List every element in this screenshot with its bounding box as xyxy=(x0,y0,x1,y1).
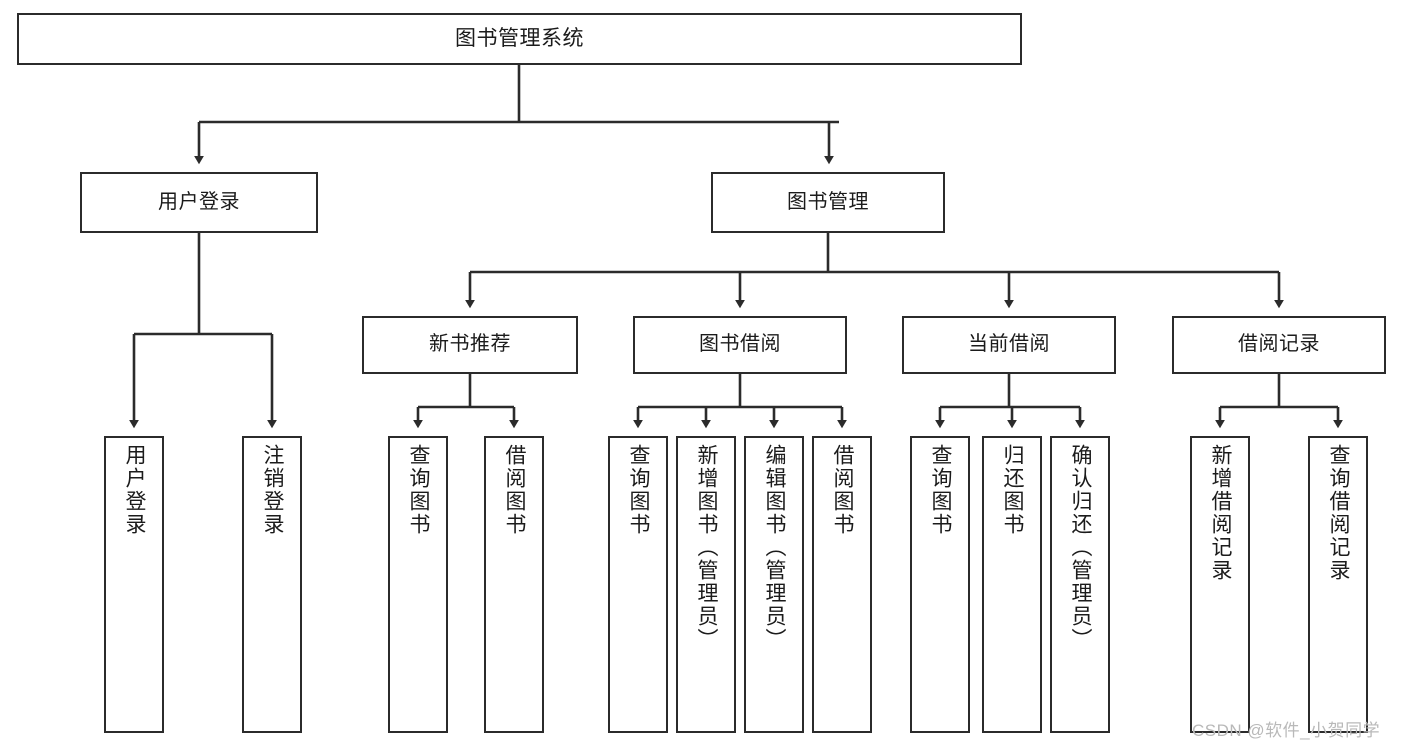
node-book-management[interactable]: 图书管理 xyxy=(711,172,945,233)
node-book-borrow[interactable]: 图书借阅 xyxy=(633,316,847,374)
leaf-borrow-book-label: 借阅图书 xyxy=(831,444,855,536)
node-user-login-label: 用户登录 xyxy=(158,190,240,213)
leaf-query-book-borrow-label: 查询图书 xyxy=(627,444,651,536)
leaf-return-book[interactable]: 归还图书 xyxy=(982,436,1042,733)
leaf-query-book-current-label: 查询图书 xyxy=(929,444,953,536)
leaf-borrow-book-recommendation-label: 借阅图书 xyxy=(503,444,527,536)
leaf-edit-book-admin[interactable]: 编辑图书（管理员） xyxy=(744,436,804,733)
node-root[interactable]: 图书管理系统 xyxy=(17,13,1022,65)
leaf-query-borrow-record[interactable]: 查询借阅记录 xyxy=(1308,436,1368,733)
leaf-add-book-admin[interactable]: 新增图书（管理员） xyxy=(676,436,736,733)
leaf-add-borrow-record-label: 新增借阅记录 xyxy=(1209,444,1233,582)
leaf-return-book-label: 归还图书 xyxy=(1001,444,1025,536)
node-new-book-recommendation-label: 新书推荐 xyxy=(429,333,511,356)
leaf-borrow-book-recommendation[interactable]: 借阅图书 xyxy=(484,436,544,733)
leaf-confirm-return-admin[interactable]: 确认归还（管理员） xyxy=(1050,436,1110,733)
leaf-query-borrow-record-label: 查询借阅记录 xyxy=(1327,444,1351,582)
node-user-login[interactable]: 用户登录 xyxy=(80,172,318,233)
node-borrow-record[interactable]: 借阅记录 xyxy=(1172,316,1386,374)
node-root-label: 图书管理系统 xyxy=(455,26,584,50)
leaf-query-book-current[interactable]: 查询图书 xyxy=(910,436,970,733)
leaf-add-book-admin-label: 新增图书（管理员） xyxy=(695,444,719,651)
node-new-book-recommendation[interactable]: 新书推荐 xyxy=(362,316,578,374)
leaf-borrow-book[interactable]: 借阅图书 xyxy=(812,436,872,733)
leaf-add-borrow-record[interactable]: 新增借阅记录 xyxy=(1190,436,1250,733)
node-book-management-label: 图书管理 xyxy=(787,190,869,213)
node-current-borrow-label: 当前借阅 xyxy=(968,333,1050,356)
leaf-query-book-recommendation-label: 查询图书 xyxy=(407,444,431,536)
leaf-confirm-return-admin-label: 确认归还（管理员） xyxy=(1069,444,1093,651)
leaf-query-book-borrow[interactable]: 查询图书 xyxy=(608,436,668,733)
leaf-user-login-label: 用户登录 xyxy=(123,444,147,536)
leaf-query-book-recommendation[interactable]: 查询图书 xyxy=(388,436,448,733)
node-current-borrow[interactable]: 当前借阅 xyxy=(902,316,1116,374)
node-book-borrow-label: 图书借阅 xyxy=(699,333,781,356)
csdn-watermark: CSDN @软件_小贺同学 xyxy=(1192,721,1381,740)
leaf-logout-label: 注销登录 xyxy=(261,444,285,536)
node-borrow-record-label: 借阅记录 xyxy=(1238,333,1320,356)
leaf-edit-book-admin-label: 编辑图书（管理员） xyxy=(763,444,787,651)
leaf-user-login[interactable]: 用户登录 xyxy=(104,436,164,733)
leaf-logout[interactable]: 注销登录 xyxy=(242,436,302,733)
